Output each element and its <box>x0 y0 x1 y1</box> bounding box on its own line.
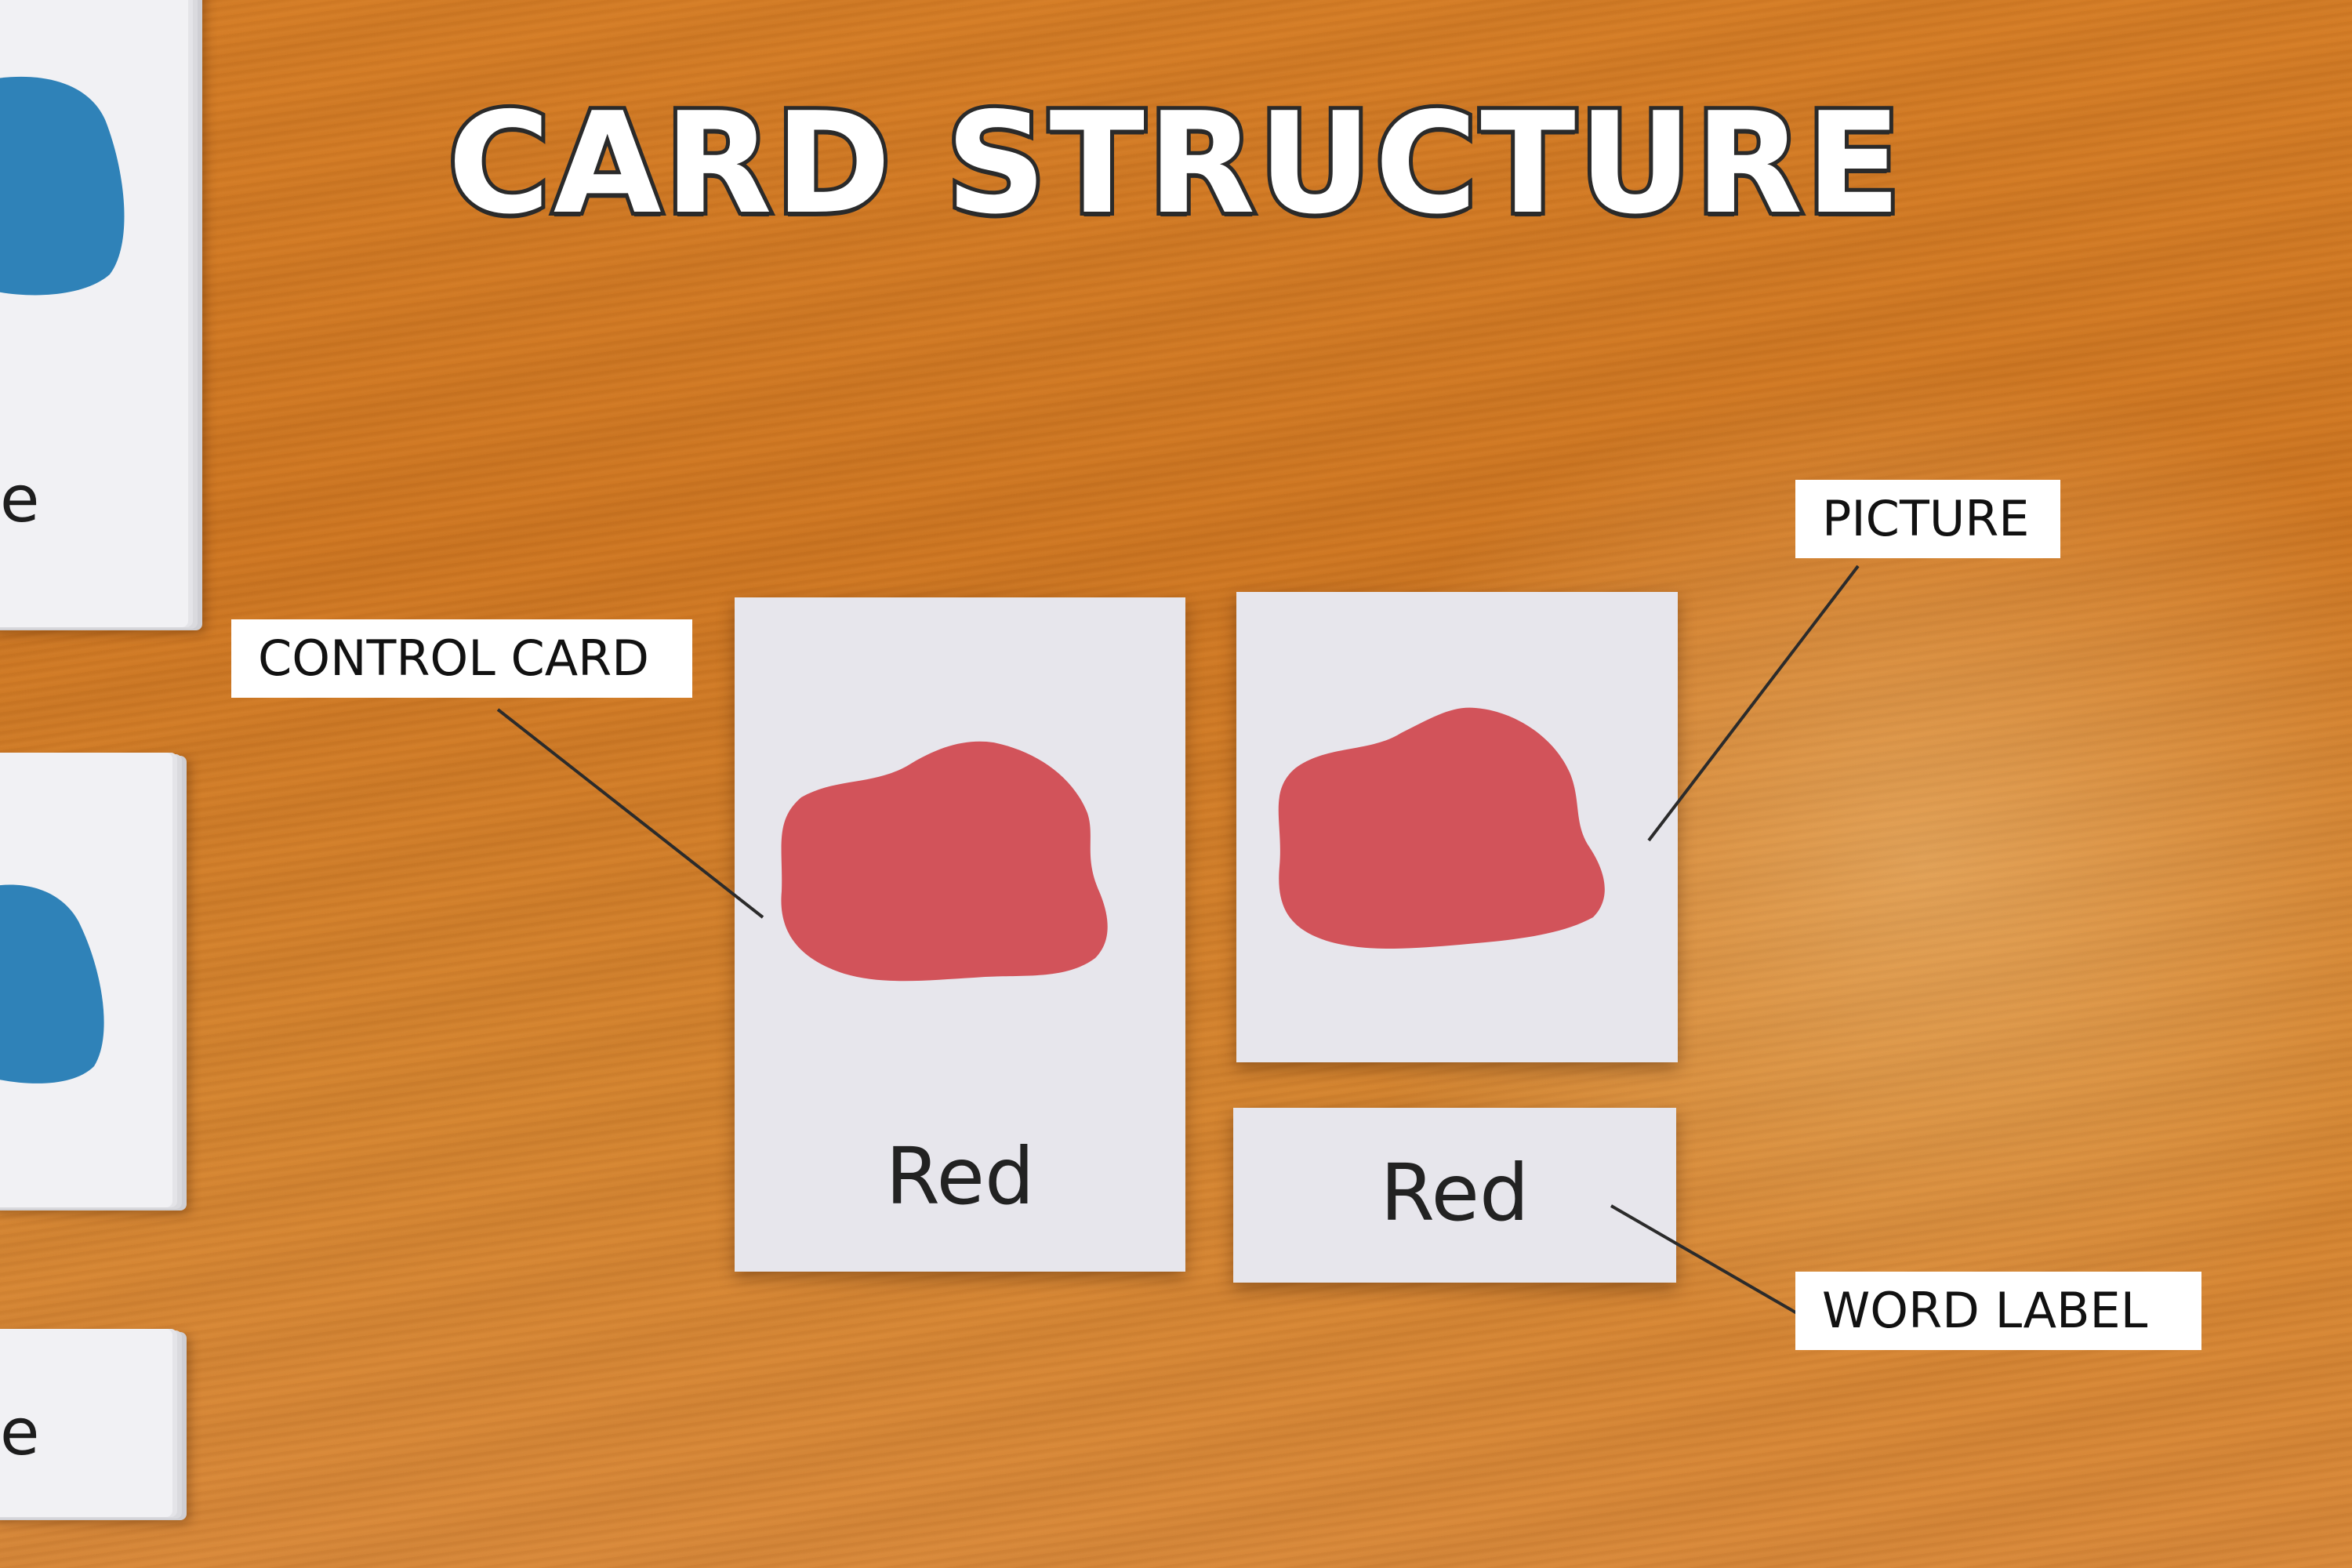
card-stack-top: e <box>0 0 188 627</box>
stack-card-text: e <box>0 463 40 537</box>
blue-blob-icon <box>0 76 125 296</box>
word-label-callout-line <box>1610 1204 1798 1315</box>
control-card-callout-label: CONTROL CARD <box>231 619 692 698</box>
control-card-callout-line <box>496 708 764 919</box>
stack-card-text: e <box>0 1396 40 1470</box>
red-blob-icon <box>1278 707 1605 949</box>
word-label-callout-label: WORD LABEL <box>1795 1272 2201 1350</box>
control-card: Red <box>735 597 1185 1272</box>
blue-blob-icon <box>0 884 104 1083</box>
card-stack-bottom: e <box>0 1329 172 1517</box>
word-label-card: Red <box>1233 1108 1676 1283</box>
picture-card <box>1236 592 1678 1062</box>
word-label-card-word: Red <box>1380 1147 1530 1239</box>
page-title: CARD STRUCTURE <box>444 78 1905 249</box>
picture-callout-line <box>1647 564 1860 842</box>
control-card-word: Red <box>885 1131 1035 1222</box>
picture-callout-label: PICTURE <box>1795 480 2060 558</box>
red-blob-icon <box>781 741 1108 982</box>
card-stack-middle <box>0 753 172 1207</box>
